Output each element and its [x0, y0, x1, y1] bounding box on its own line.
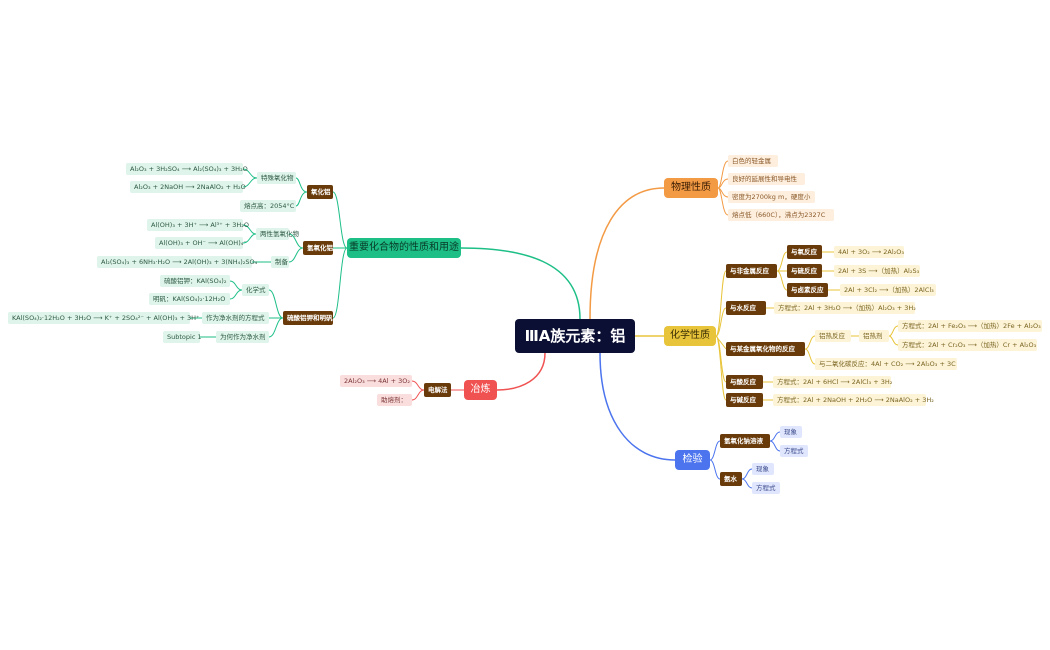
subtopic-water-reaction[interactable]: 与水反应 — [726, 301, 766, 315]
subtopic-amphoteric-hydroxide[interactable]: 两性氢氧化物 — [256, 228, 299, 240]
subtopic-special-oxide[interactable]: 特殊氧化物 — [257, 172, 296, 184]
equation-leaf[interactable]: Al₂O₃ + 3H₂SO₄ ⟶ Al₂(SO₄)₃ + 3H₂O — [126, 163, 248, 175]
formula-leaf[interactable]: 明矾：KAl(SO₄)₂·12H₂O — [149, 293, 230, 305]
subtopic-electrolysis[interactable]: 电解法 — [424, 383, 451, 397]
equation-leaf[interactable]: Al(OH)₃ + OH⁻ ⟶ Al(OH)₄⁻ — [155, 237, 247, 249]
subtopic-ammonia-water[interactable]: 氨水 — [720, 472, 742, 486]
subtopic-chemical-formula[interactable]: 化学式 — [242, 284, 269, 296]
subtopic-purifier-equation[interactable]: 作为净水剂的方程式 — [202, 312, 269, 324]
physical-property-leaf[interactable]: 熔点低（660C），沸点为2327C — [728, 209, 834, 221]
equation-leaf[interactable]: 与二氧化碳反应：4Al + CO₂ ⟶ 2Al₂O₃ + 3C — [815, 358, 957, 370]
placeholder-subtopic[interactable]: Subtopic 1 — [163, 331, 202, 343]
equation-leaf[interactable]: 方程式：2Al + 2NaOH + 2H₂O ⟶ 2NaAlO₂ + 3H₂ — [773, 394, 934, 406]
equation-leaf[interactable]: 2Al₂O₃ ⟶ 4Al + 3O₂ — [340, 375, 412, 387]
topic-smelting[interactable]: 冶炼 — [464, 380, 497, 400]
subtopic-base-reaction[interactable]: 与碱反应 — [726, 393, 763, 407]
equation-leaf[interactable]: 方程式 — [752, 482, 780, 494]
subtopic-oxygen-reaction[interactable]: 与氧反应 — [787, 245, 822, 259]
equation-leaf[interactable]: 2Al + 3S ⟶（加热）Al₂S₃ — [834, 265, 920, 277]
equation-leaf[interactable]: 方程式 — [780, 445, 808, 457]
equation-leaf[interactable]: Al₂O₃ + 2NaOH ⟶ 2NaAlO₂ + H₂O — [130, 181, 246, 193]
phenomenon-leaf[interactable]: 现象 — [752, 463, 774, 475]
subtopic-why-purifier[interactable]: 为何作为净水剂 — [216, 331, 269, 343]
equation-leaf[interactable]: 方程式：2Al + Cr₂O₃ ⟶（加热）Cr + Al₂O₃ — [898, 339, 1037, 351]
connector-physical — [589, 187, 665, 320]
subtopic-alumina[interactable]: 氧化铝 — [307, 185, 333, 199]
equation-leaf[interactable]: 4Al + 3O₂ ⟶ 2Al₂O₃ — [834, 246, 904, 258]
connector-smelting — [496, 352, 546, 391]
topic-chemical-properties[interactable]: 化学性质 — [664, 326, 716, 346]
subtopic-thermite-agent[interactable]: 铝热剂 — [859, 330, 889, 342]
subtopic-metal-oxide-reaction[interactable]: 与某金属氧化物的反应 — [726, 342, 805, 356]
equation-leaf[interactable]: Al₂(SO₄)₃ + 6NH₃·H₂O ⟶ 2Al(OH)₃ + 3(NH₄)… — [97, 256, 257, 268]
physical-property-leaf[interactable]: 白色的轻金属 — [728, 155, 778, 167]
subtopic-preparation[interactable]: 制备 — [271, 256, 289, 268]
topic-test[interactable]: 检验 — [675, 450, 710, 470]
equation-leaf[interactable]: 2Al + 3Cl₂ ⟶（加热）2AlCl₃ — [840, 284, 936, 296]
melting-point-leaf[interactable]: 熔点高：2054°C — [240, 200, 296, 212]
subtopic-potassium-alum[interactable]: 硫酸铝钾和明矾 — [283, 311, 333, 325]
equation-leaf[interactable]: 方程式：2Al + 6HCl ⟶ 2AlCl₃ + 3H₂ — [773, 376, 892, 388]
subtopic-naoh-solution[interactable]: 氢氧化钠溶液 — [720, 434, 770, 448]
subtopic-nonmetal-reaction[interactable]: 与非金属反应 — [726, 264, 777, 278]
connector-test — [599, 352, 676, 461]
topic-compounds[interactable]: 重要化合物的性质和用途 — [347, 238, 461, 258]
phenomenon-leaf[interactable]: 现象 — [780, 426, 802, 438]
subtopic-aluminum-hydroxide[interactable]: 氢氧化铝 — [303, 241, 333, 255]
physical-property-leaf[interactable]: 良好的延展性和导电性 — [728, 173, 805, 185]
subtopic-acid-reaction[interactable]: 与酸反应 — [726, 375, 763, 389]
formula-leaf[interactable]: 硫酸铝钾：KAl(SO₄)₂ — [160, 275, 230, 287]
connector-compounds — [460, 247, 581, 320]
subtopic-thermite-reaction[interactable]: 铝热反应 — [815, 330, 851, 342]
equation-leaf[interactable]: 方程式：2Al + 3H₂O ⟶（加热）Al₂O₃ + 3H₂ — [774, 302, 916, 314]
equation-leaf[interactable]: 方程式：2Al + Fe₂O₃ ⟶（加热）2Fe + Al₂O₃ — [898, 320, 1042, 332]
equation-leaf[interactable]: Al(OH)₃ + 3H⁺ ⟶ Al³⁺ + 3H₂O — [147, 219, 249, 231]
root-topic[interactable]: ⅢA族元素：铝 — [515, 319, 635, 353]
topic-physical-properties[interactable]: 物理性质 — [664, 178, 718, 198]
subtopic-halogen-reaction[interactable]: 与卤素反应 — [787, 283, 828, 297]
subtopic-sulfur-reaction[interactable]: 与硫反应 — [787, 264, 822, 278]
flux-leaf[interactable]: 助熔剂： — [377, 394, 412, 406]
equation-leaf[interactable]: KAl(SO₄)₂·12H₂O + 3H₂O ⟶ K⁺ + 2SO₄²⁻ + A… — [8, 312, 199, 324]
physical-property-leaf[interactable]: 密度为2700kg m，硬度小 — [728, 191, 815, 203]
